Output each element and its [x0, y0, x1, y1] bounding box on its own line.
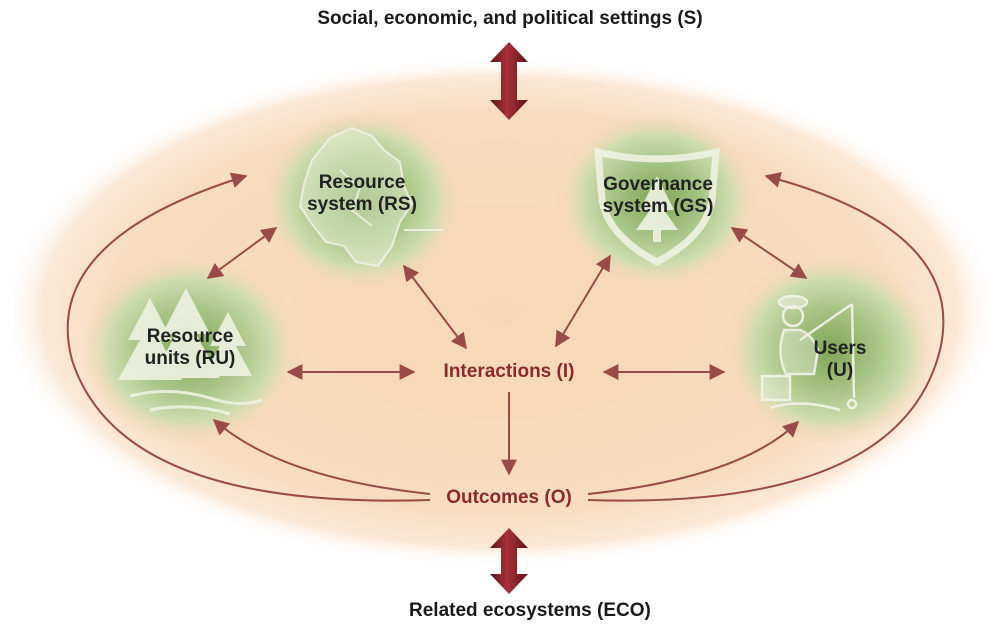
ecosystems-label: Related ecosystems (ECO) [409, 600, 651, 621]
map-icon [298, 126, 444, 268]
interactions-label: Interactions (I) [443, 361, 575, 382]
gs-label-line1: Governance [603, 174, 713, 195]
arrow-o-rs-loop [66, 172, 431, 502]
ecosystems-double-arrow [490, 528, 528, 594]
ru-label-line2: units (RU) [144, 347, 236, 369]
gs-label-line2: system (GS) [602, 195, 714, 217]
arrow-rs-ru [206, 227, 278, 279]
outcomes-label: Outcomes (O) [446, 487, 572, 508]
rs-node-glow [262, 110, 462, 290]
rs-label-line2: system (RS) [307, 193, 417, 215]
settings-label: Social, economic, and political settings… [317, 8, 703, 29]
arrow-gs-i [555, 254, 611, 348]
arrow-o-u [587, 420, 800, 495]
shield-tree-icon [594, 147, 720, 266]
fisherman-icon [760, 294, 858, 412]
arrow-o-gs-loop [587, 171, 945, 502]
arrow-gs-u [730, 227, 808, 279]
arrow-rs-i [403, 264, 467, 350]
rs-node-label: Resource system (RS) [282, 172, 442, 216]
u-node-label: Users (U) [790, 338, 890, 382]
gs-node-label: Governance system (GS) [578, 174, 738, 218]
pine-trees-icon [118, 288, 263, 416]
ru-node-label: Resource units (RU) [110, 326, 270, 370]
u-node-glow [725, 255, 935, 445]
u-label-line2: (U) [826, 359, 854, 381]
ru-label-line1: Resource [146, 326, 234, 347]
arrow-o-ru [212, 418, 431, 495]
u-label-line1: Users [813, 338, 867, 359]
rs-label-line1: Resource [318, 172, 406, 193]
settings-double-arrow [490, 42, 528, 120]
